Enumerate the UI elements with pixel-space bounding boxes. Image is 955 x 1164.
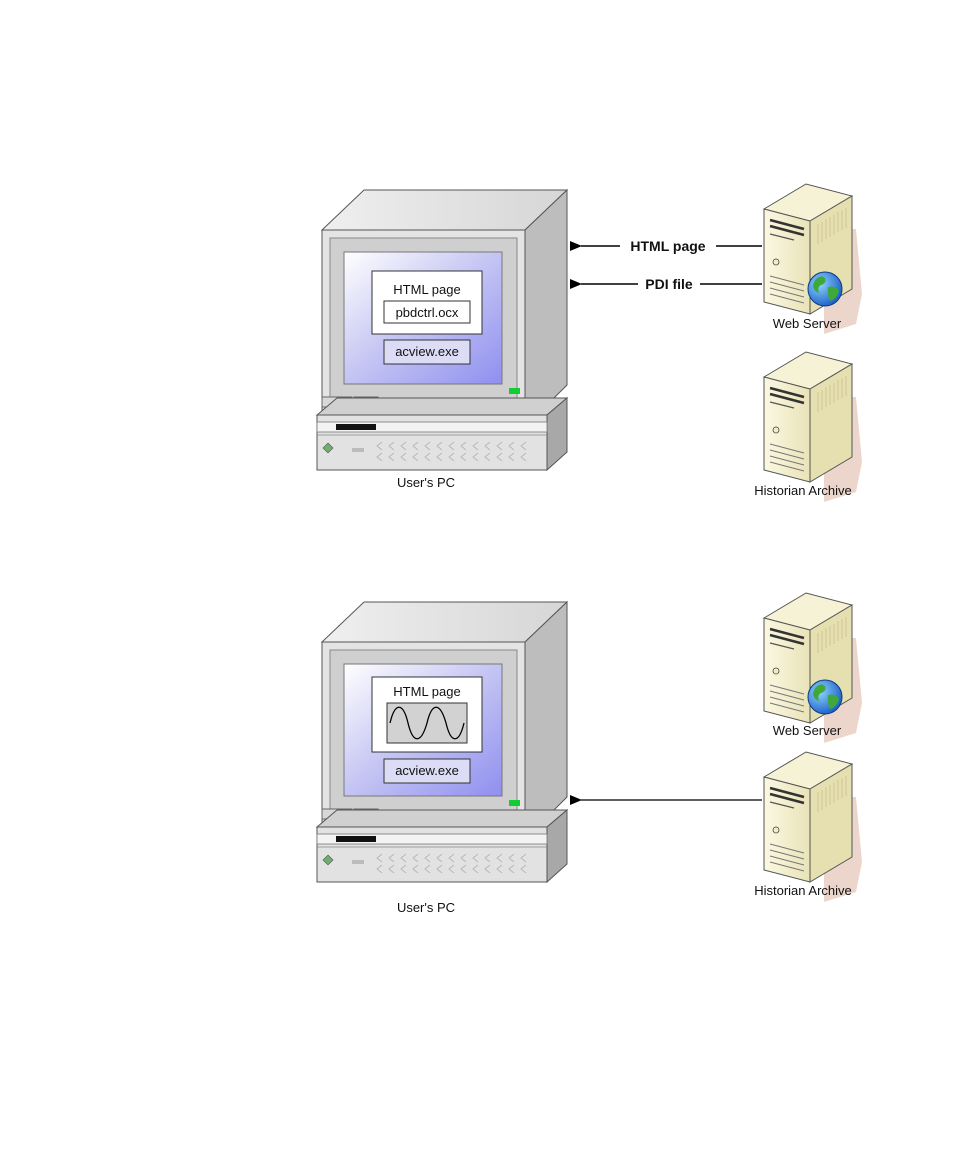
web-server-label: Web Server xyxy=(773,723,842,738)
pc-label: User's PC xyxy=(397,475,455,490)
arrow-label-html-page: HTML page xyxy=(630,238,705,254)
historian-archive-1 xyxy=(764,352,862,502)
users-pc-2: HTML page acview.exe xyxy=(317,602,567,882)
web-server-label: Web Server xyxy=(773,316,842,331)
scene-download: HTML page pbdctrl.ocx acview.exe User's … xyxy=(317,184,862,502)
app-label: acview.exe xyxy=(395,763,459,778)
control-label: pbdctrl.ocx xyxy=(396,305,459,320)
globe-icon xyxy=(808,680,842,714)
web-server-1 xyxy=(764,184,862,334)
scene-live-data: HTML page acview.exe User's PC Web Serve… xyxy=(317,593,862,915)
app-label: acview.exe xyxy=(395,344,459,359)
sine-wave-icon xyxy=(387,703,467,743)
historian-archive-label: Historian Archive xyxy=(754,883,852,898)
globe-icon xyxy=(808,272,842,306)
users-pc-1: HTML page pbdctrl.ocx acview.exe xyxy=(317,190,567,470)
html-page-title: HTML page xyxy=(393,282,460,297)
historian-archive-label: Historian Archive xyxy=(754,483,852,498)
arrow-label-pdi-file: PDI file xyxy=(645,276,693,292)
pc-label: User's PC xyxy=(397,900,455,915)
web-server-2 xyxy=(764,593,862,743)
html-page-title: HTML page xyxy=(393,684,460,699)
historian-archive-2 xyxy=(764,752,862,902)
